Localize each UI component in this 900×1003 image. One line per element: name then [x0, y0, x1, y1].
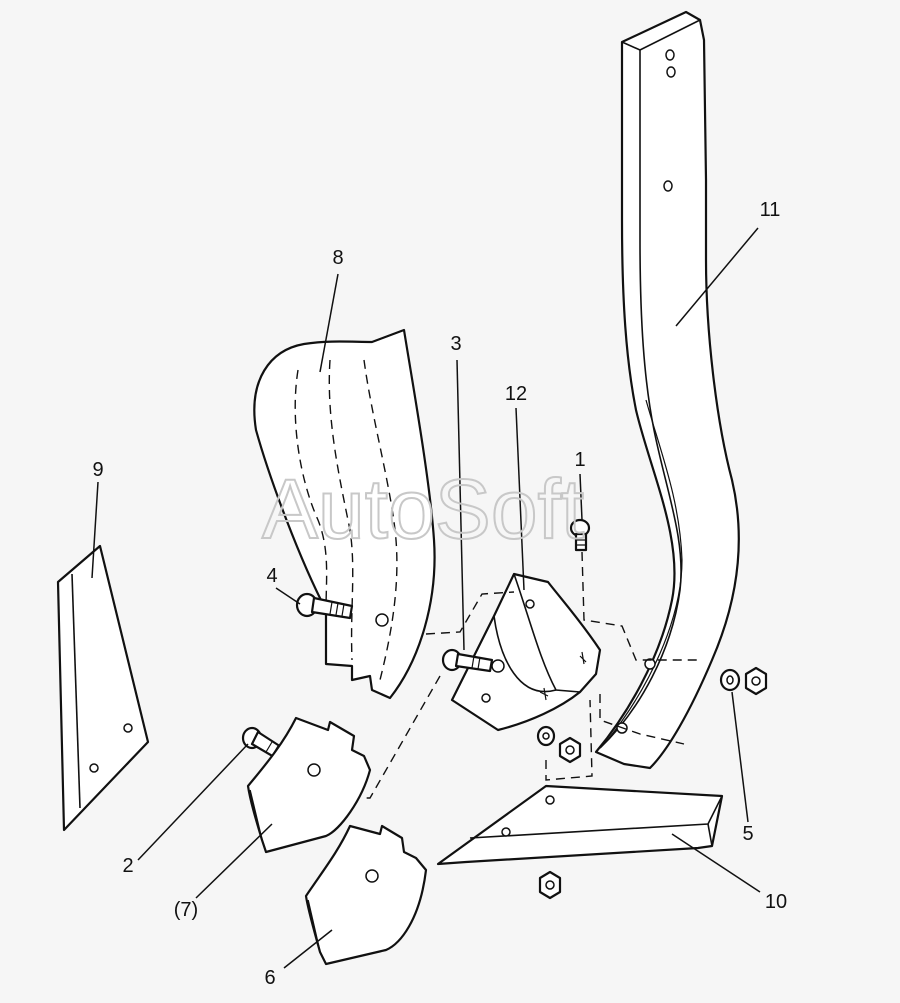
frog-washer-nut: [536, 725, 582, 764]
callout-2: 2: [122, 855, 133, 877]
callout-8: 8: [332, 247, 343, 269]
callout-1: 1: [574, 449, 585, 471]
shank-hole-icon: [665, 49, 675, 61]
part-1-bolt: [569, 518, 591, 552]
callout-5: 5: [742, 823, 753, 845]
part-12-frog: [450, 572, 602, 732]
shank-hole-icon: [666, 66, 676, 78]
frog-hole-icon: [525, 599, 535, 609]
part-9-shin: [56, 544, 150, 832]
moldboard-hole-icon: [375, 613, 389, 627]
shank-hole-icon: [644, 658, 656, 670]
bolt-washer-icon: [491, 659, 505, 673]
callout-11: 11: [760, 199, 781, 221]
part-11-shank: [594, 10, 740, 770]
landside-hole-icon: [501, 827, 511, 837]
share-hole-icon: [365, 869, 379, 883]
leader-lines: [91, 227, 761, 969]
callout-9: 9: [92, 459, 103, 481]
callout-6: 6: [264, 967, 275, 989]
frog-hole-icon: [481, 693, 491, 703]
part-7-share: [246, 716, 372, 854]
shin-hole-icon: [89, 763, 99, 773]
part-6-share: [304, 824, 428, 966]
callout-7: (7): [174, 899, 198, 921]
shank-hole-icon: [663, 180, 673, 192]
landside-hole-icon: [545, 795, 555, 805]
part-10-landside: [436, 784, 724, 866]
callout-4: 4: [266, 565, 277, 587]
watermark: AutoSoft: [262, 462, 584, 556]
callout-3: 3: [450, 333, 461, 355]
part-3-bolt: [441, 648, 505, 673]
assembly-lines: [362, 551, 700, 799]
shin-hole-icon: [123, 723, 133, 733]
part-8-moldboard: [253, 328, 436, 700]
share-hole-icon: [307, 763, 321, 777]
callout-12: 12: [505, 383, 527, 405]
callout-labels: 11 8 3 12 1 9 4 5 2 (7) 10 6: [92, 199, 787, 989]
callout-10: 10: [765, 891, 787, 913]
landside-nut: [538, 870, 562, 900]
part-5-washer-nut: [719, 666, 768, 696]
part-4-bolt: [295, 592, 354, 620]
